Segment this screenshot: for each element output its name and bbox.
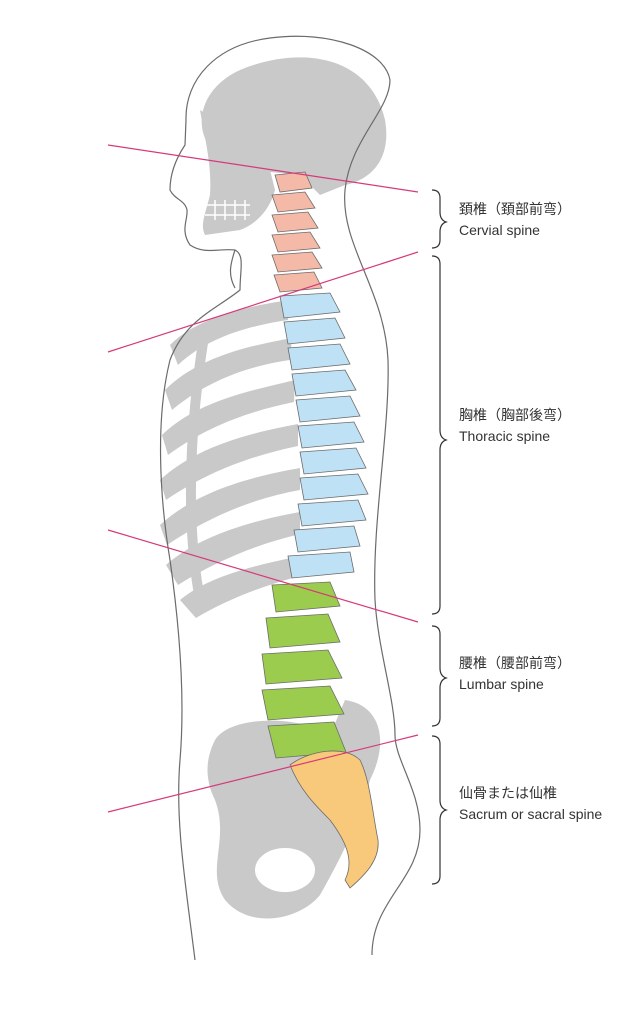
lumbar-vertebrae (261, 581, 347, 759)
bracket-thoracic (431, 255, 448, 615)
cervical-vertebra (271, 231, 321, 253)
sacrum (289, 750, 379, 889)
label-sacral-jp: 仙骨または仙椎 (459, 786, 557, 802)
thoracic-vertebra (299, 447, 367, 475)
thoracic-vertebra (293, 525, 361, 553)
label-lumbar-jp: 腰椎（腰部前弯） (459, 656, 571, 672)
thoracic-vertebra (295, 395, 361, 423)
label-cervical-jp: 頚椎（頚部前弯） (459, 202, 571, 218)
pointer-lines (107, 144, 419, 813)
rib-cage (160, 300, 300, 618)
pointer-line-cervical-thoracic (107, 251, 419, 353)
label-cervical: 頚椎（頚部前弯） Cervial spine (459, 200, 571, 240)
bracket-sacral (431, 735, 448, 885)
pointer-line-lumbar-sacral (107, 734, 419, 813)
thoracic-vertebra (297, 499, 367, 527)
lumbar-vertebra (261, 649, 343, 685)
brackets (431, 189, 448, 885)
bracket-cervical (431, 189, 448, 249)
thoracic-vertebra (287, 551, 355, 579)
label-lumbar-en: Lumbar spine (459, 676, 544, 692)
face (200, 110, 275, 235)
thoracic-vertebra (279, 292, 341, 319)
thoracic-vertebra (297, 421, 365, 449)
teeth (205, 200, 250, 220)
label-thoracic-en: Thoracic spine (459, 428, 551, 444)
cervical-vertebra (271, 251, 323, 273)
cervical-vertebra (273, 271, 323, 293)
body-outline (159, 35, 421, 961)
thoracic-vertebra (287, 343, 351, 371)
thoracic-vertebra (299, 473, 369, 501)
cervical-vertebra (271, 211, 319, 233)
lumbar-vertebra (261, 685, 345, 721)
pointer-line-cervical-top (107, 144, 419, 193)
label-thoracic: 胸椎（胸部後弯） Thoracic spine (459, 406, 571, 446)
head-outline (229, 249, 236, 289)
label-cervical-en: Cervial spine (459, 222, 540, 238)
cervical-vertebra (271, 191, 316, 213)
bracket-lumbar (431, 625, 448, 727)
cervical-vertebrae (271, 171, 323, 293)
lumbar-vertebra (271, 581, 341, 613)
pelvis-hole (255, 848, 315, 892)
thoracic-vertebra (283, 317, 346, 345)
label-thoracic-jp: 胸椎（胸部後弯） (459, 408, 571, 424)
thoracic-vertebra (291, 369, 357, 397)
pointer-line-thoracic-lumbar (107, 529, 419, 623)
thoracic-vertebrae (279, 292, 369, 579)
label-sacral: 仙骨または仙椎 Sacrum or sacral spine (459, 784, 602, 824)
label-sacral-en: Sacrum or sacral spine (459, 806, 603, 822)
label-lumbar: 腰椎（腰部前弯） Lumbar spine (459, 654, 571, 694)
lumbar-vertebra (265, 613, 341, 649)
